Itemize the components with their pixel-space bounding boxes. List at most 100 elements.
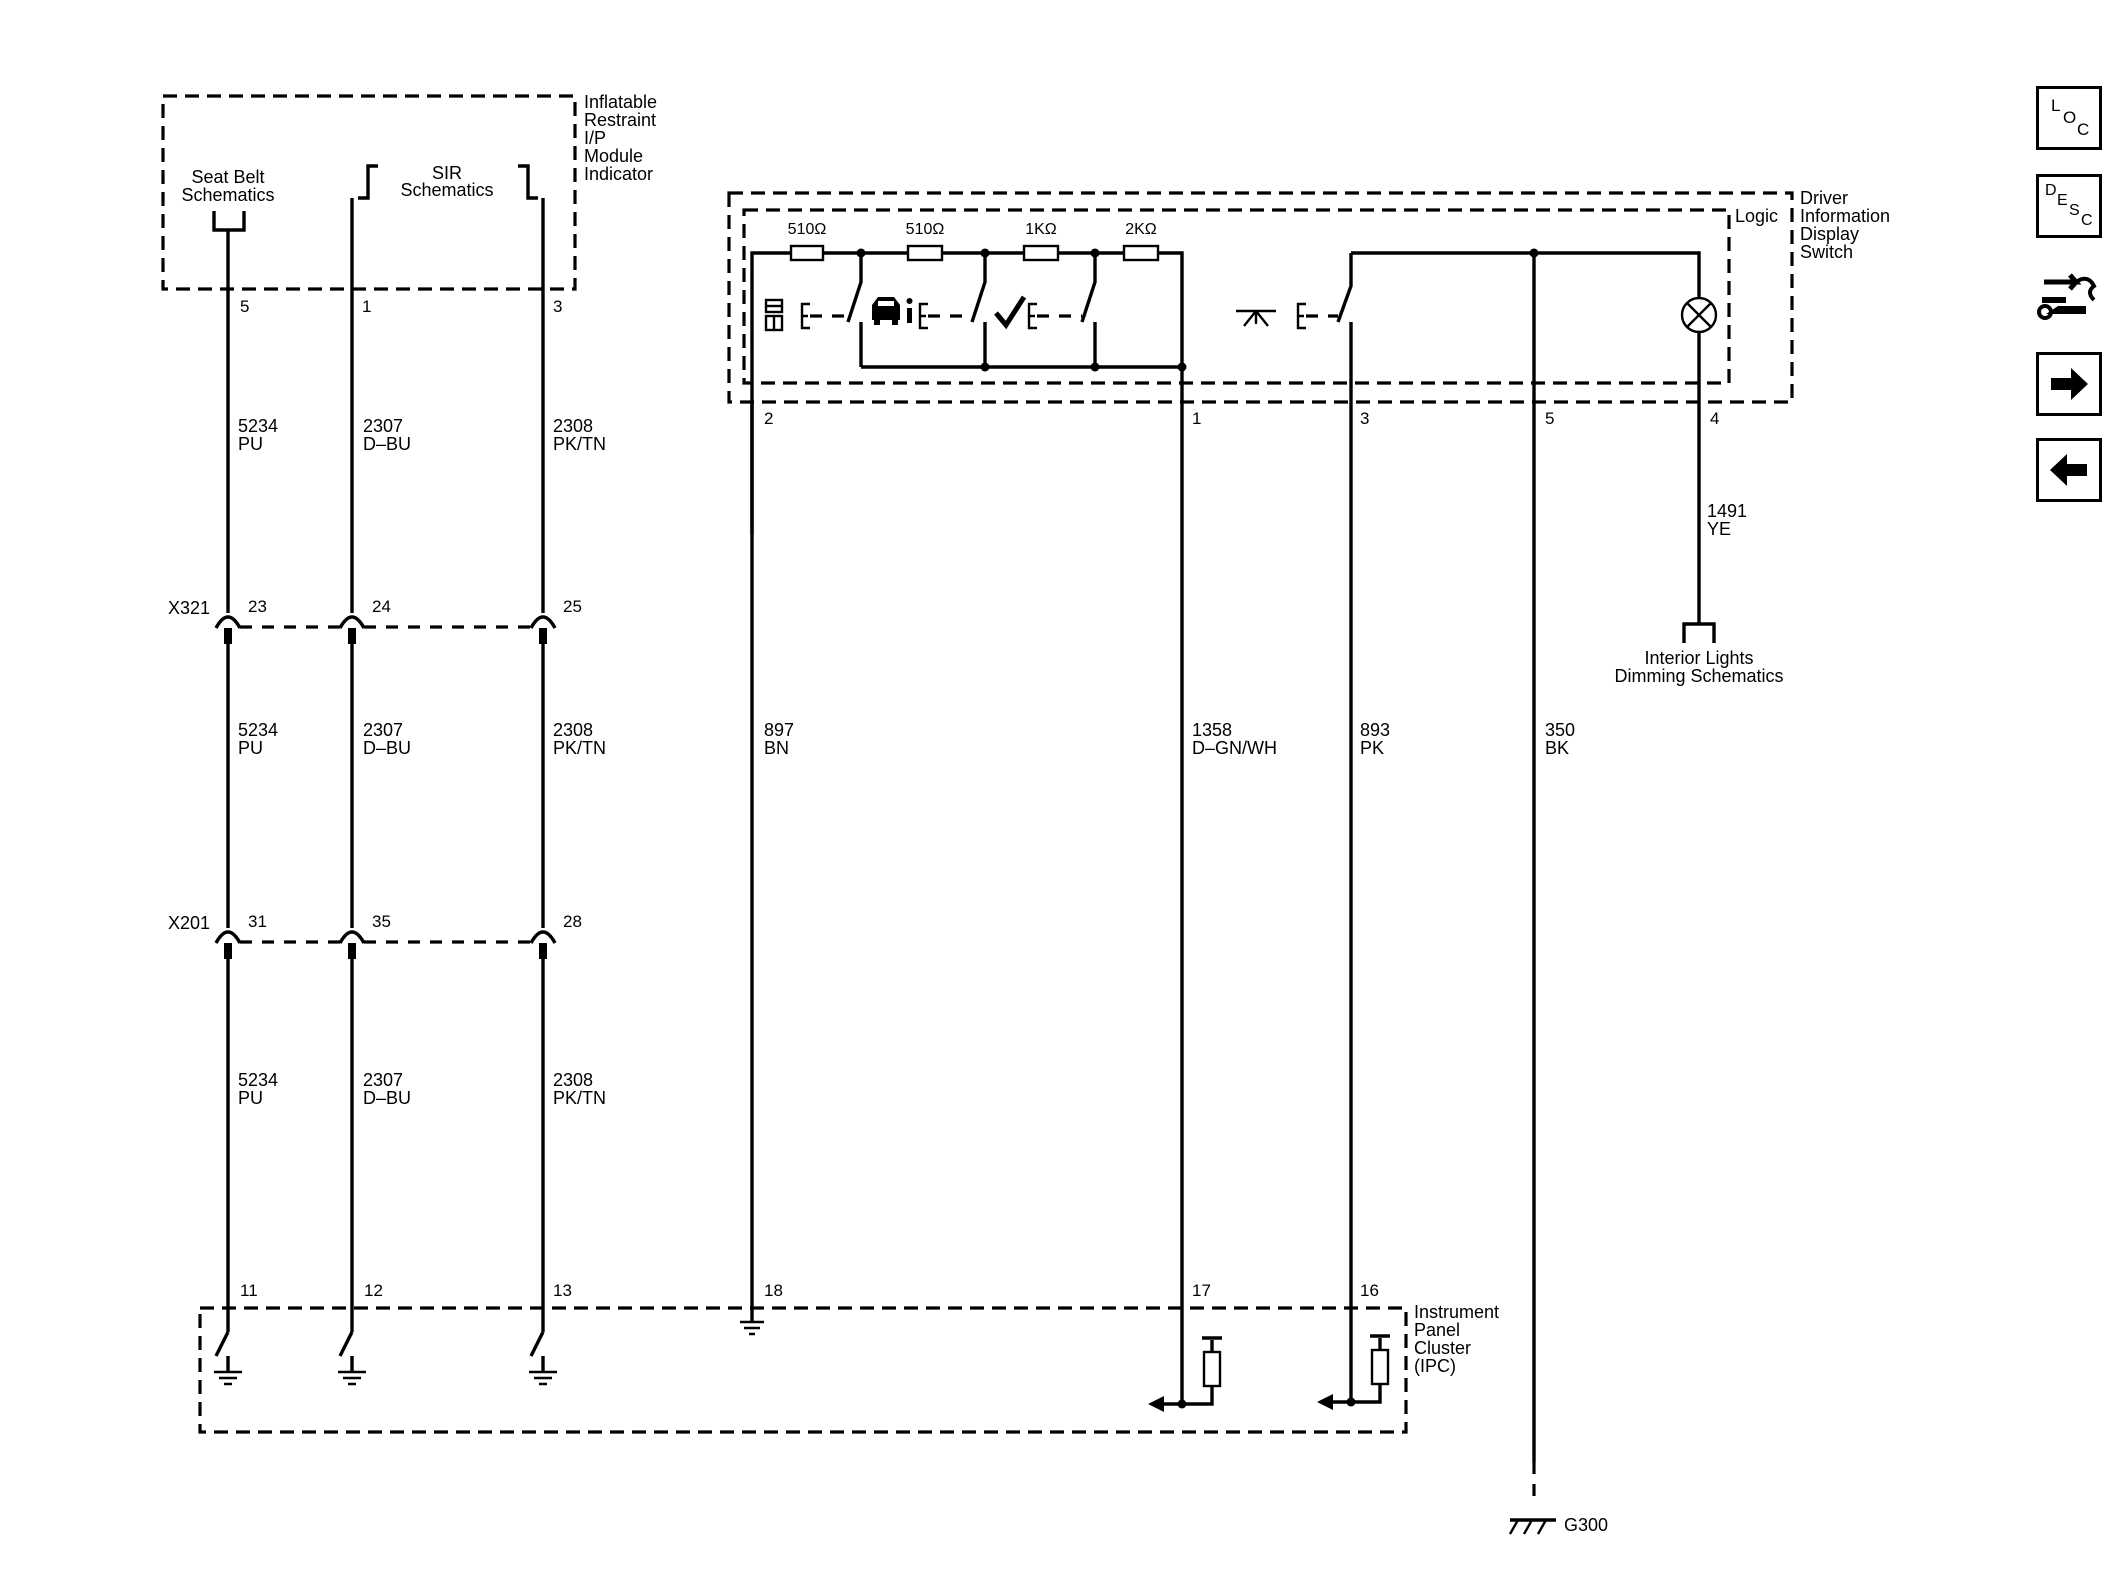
logic-label: Logic [1735, 206, 1778, 226]
pin-label: 4 [1710, 409, 1719, 428]
module-name-line-2: Panel [1414, 1320, 1460, 1340]
connector-pin: 25 [563, 597, 582, 616]
pin-label: 3 [553, 297, 562, 316]
ground-label: G300 [1564, 1515, 1608, 1535]
connector-pin: 31 [248, 912, 267, 931]
module-name-line-2: Information [1800, 206, 1890, 226]
wire-circuit: 2307 [363, 1070, 403, 1090]
module-name-line-1: Inflatable [584, 92, 657, 112]
connector-name: X201 [168, 913, 210, 933]
module-name-line-4: Switch [1800, 242, 1853, 262]
ipc-module: Instrument Panel Cluster (IPC) [198, 1302, 1499, 1434]
desc-letter-s: S [2069, 202, 2080, 219]
wire-circuit: 2308 [553, 416, 593, 436]
wire-labels-segment-2: 5234 PU 2307 D–BU 2308 PK/TN [238, 720, 606, 758]
wire-color: PU [238, 1088, 263, 1108]
previous-page-button[interactable] [2036, 438, 2102, 502]
connector-repair-icon [2037, 273, 2097, 320]
interior-lights-ref: Interior Lights Dimming Schematics [1614, 622, 1784, 686]
menu-button-icon [1236, 309, 1276, 327]
interior-lights-line-1: Interior Lights [1644, 648, 1753, 668]
dic-wires [750, 253, 1536, 1506]
wire-circuit: 5234 [238, 416, 278, 436]
pin-label: 18 [764, 1281, 783, 1300]
seat-belt-ref-line-2: Schematics [181, 185, 274, 205]
resistor-value: 1KΩ [1025, 221, 1057, 238]
connector-pin: 35 [372, 912, 391, 931]
vehicle-info-icon [872, 297, 913, 325]
sir-schematics-ref: SIR Schematics [358, 163, 538, 200]
location-icon: L O C [2051, 96, 2089, 139]
loc-letter-l: L [2051, 96, 2060, 115]
pin-label: 12 [364, 1281, 383, 1300]
wire-circuit: 2308 [553, 720, 593, 740]
module-name-line-5: Indicator [584, 164, 653, 184]
description-button[interactable]: D E S C [2036, 174, 2102, 238]
loc-letter-o: O [2063, 108, 2076, 127]
sir-ref-line-2: Schematics [400, 180, 493, 200]
pin-label: 1 [1192, 409, 1201, 428]
wire-color: PU [238, 434, 263, 454]
desc-letter-d: D [2045, 182, 2057, 199]
module-name-line-4: Module [584, 146, 643, 166]
module-name-line-3: Display [1800, 224, 1859, 244]
dic-switch-module: Driver Information Display Switch Logic [727, 188, 1890, 404]
wire-labels-segment-1: 5234 PU 2307 D–BU 2308 PK/TN [238, 416, 606, 454]
connector-pin: 23 [248, 597, 267, 616]
bulb-icon [1680, 296, 1718, 334]
wire-color: D–BU [363, 1088, 411, 1108]
wire-color: PK/TN [553, 1088, 606, 1108]
wire-color: BN [764, 738, 789, 758]
ipc-inputs [1148, 1334, 1390, 1412]
module-name-line-1: Instrument [1414, 1302, 1499, 1322]
module-name-line-4: (IPC) [1414, 1356, 1456, 1376]
checkmark-icon [994, 295, 1027, 330]
wire-circuit: 893 [1360, 720, 1390, 740]
dic-wire-labels: 1491 YE 897 BN 1358 D–GN/WH 893 PK 350 B… [764, 501, 1747, 758]
wire-color: D–BU [363, 738, 411, 758]
left-wires [226, 198, 545, 1332]
connector-repair-button[interactable] [2036, 264, 2102, 328]
wire-labels-segment-3: 5234 PU 2307 D–BU 2308 PK/TN [238, 1070, 606, 1108]
wire-color: D–GN/WH [1192, 738, 1277, 758]
module-name-line-1: Driver [1800, 188, 1848, 208]
desc-letter-c: C [2081, 212, 2093, 229]
connector-pin: 28 [563, 912, 582, 931]
ground-g300: G300 [1508, 1515, 1608, 1535]
wire-color: BK [1545, 738, 1569, 758]
wire-color: PK [1360, 738, 1384, 758]
next-page-button[interactable] [2036, 352, 2102, 416]
pin-label: 5 [1545, 409, 1554, 428]
inflatable-restraint-module: Inflatable Restraint I/P Module Indicato… [161, 92, 657, 291]
resistor-ladder: 510Ω 510Ω 1KΩ 2KΩ [750, 221, 1718, 1340]
wire-circuit: 2308 [553, 1070, 593, 1090]
interior-lights-line-2: Dimming Schematics [1614, 666, 1783, 686]
seat-belt-ref-line-1: Seat Belt [191, 167, 264, 187]
desc-letter-e: E [2057, 192, 2068, 209]
pin-label: 2 [764, 409, 773, 428]
wire-color: PK/TN [553, 434, 606, 454]
connector-name: X321 [168, 598, 210, 618]
wire-color: D–BU [363, 434, 411, 454]
pin-label: 3 [1360, 409, 1369, 428]
wire-circuit: 2307 [363, 416, 403, 436]
seat-belt-schematics-ref: Seat Belt Schematics [181, 167, 275, 232]
wire-circuit: 897 [764, 720, 794, 740]
wire-circuit: 1491 [1707, 501, 1747, 521]
pin-label: 17 [1192, 1281, 1211, 1300]
location-button[interactable]: L O C [2036, 86, 2102, 150]
ipc-ground-switches [214, 1320, 764, 1386]
wire-circuit: 2307 [363, 720, 403, 740]
pin-label: 13 [553, 1281, 572, 1300]
module-name-line-3: Cluster [1414, 1338, 1471, 1358]
wire-circuit: 350 [1545, 720, 1575, 740]
resistor-value: 510Ω [906, 221, 945, 238]
wire-color: YE [1707, 519, 1731, 539]
wire-circuit: 5234 [238, 720, 278, 740]
trip-reset-icon [764, 298, 784, 332]
pin-label: 1 [362, 297, 371, 316]
wire-color: PU [238, 738, 263, 758]
arrow-right-icon [2051, 368, 2088, 400]
connector-x201: X201 31 35 28 [168, 912, 582, 959]
